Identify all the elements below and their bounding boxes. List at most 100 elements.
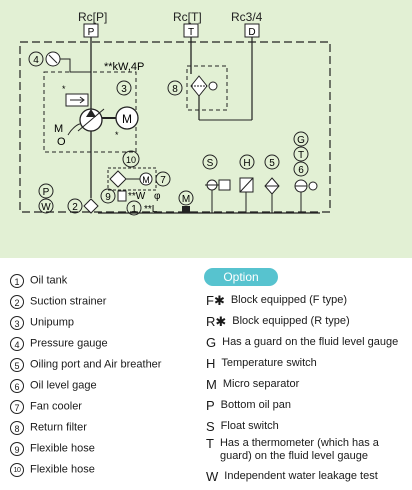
option-desc: Temperature switch (221, 357, 317, 369)
option-code: S (206, 419, 215, 434)
legend-label: Suction strainer (30, 295, 107, 308)
legend-label: Oiling port and Air breather (30, 358, 162, 371)
legend-label: Oil level gage (30, 379, 97, 392)
option-p-circle (38, 183, 54, 199)
option-desc: Has a guard on the fluid level gauge (222, 336, 399, 348)
relief-star: * (62, 84, 66, 94)
legend-number: 7 (10, 400, 24, 414)
tank-outline (19, 41, 331, 213)
pump-o-label: O (57, 136, 66, 148)
motor-circle (115, 106, 139, 130)
legend-number: 4 (10, 337, 24, 351)
callout-10-circle (122, 150, 140, 168)
callout-4: 4 (33, 55, 39, 66)
option-code: T (206, 436, 214, 451)
callout-2-circle (67, 198, 83, 214)
option-desc: Micro separator (222, 378, 300, 390)
legend-item: 8 Return filter (10, 421, 87, 435)
callout-6: 6 (298, 165, 304, 176)
pump-m-label: M (54, 123, 63, 135)
callout-7-circle (155, 171, 171, 187)
option-m-letter: M (182, 194, 190, 205)
legend-item: 6 Oil level gage (10, 379, 97, 393)
legend-number: 10 (10, 463, 24, 477)
suction-strainer (83, 198, 99, 214)
unipump-enclosure (43, 71, 137, 153)
callout-3: 3 (121, 84, 127, 95)
legend-item: 5 Oiling port and Air breather (10, 358, 161, 372)
phi-sign: φ (154, 191, 161, 202)
legend-number: 2 (10, 295, 24, 309)
legend-number: 6 (10, 379, 24, 393)
option-desc: Bottom oil pan (220, 399, 291, 411)
option-t-letter: T (298, 150, 304, 161)
callout-5: 5 (269, 158, 275, 169)
legend-item: 3 Unipump (10, 316, 74, 330)
diagram-panel (0, 0, 412, 258)
option-w-letter: W (41, 202, 51, 213)
motor-label: M (122, 112, 132, 126)
option-desc: Has a thermometer (which has a guard) on… (219, 437, 379, 462)
callout-10: 10 (126, 155, 136, 165)
port-p-label: Rc[P] (78, 10, 107, 24)
option-desc: Float switch (220, 420, 279, 432)
callout-8: 8 (172, 84, 178, 95)
relief-valve-arrow (70, 96, 85, 104)
option-w-circle (38, 198, 54, 214)
fan-motor-label: M (142, 175, 150, 185)
hydraulic-circuit-diagram: Rc[P] P Rc[T] T Rc3/4 D 4 **kW,4P 3 * * … (0, 0, 412, 258)
option-item: H Temperature switch (206, 357, 317, 372)
l-volume-label: **L (144, 204, 158, 215)
legend-label: Return filter (30, 421, 87, 434)
port-d-label: Rc3/4 (231, 10, 263, 24)
legend-number: 3 (10, 316, 24, 330)
legend-number: 9 (10, 442, 24, 456)
filter-bypass (208, 81, 218, 91)
option-p-letter: P (43, 187, 50, 198)
option-code: P (206, 398, 215, 413)
port-t-label: Rc[T] (173, 10, 202, 24)
option-item: G Has a guard on the fluid level gauge (206, 336, 398, 351)
pump-triangle (86, 109, 96, 117)
option-g-letter: G (297, 135, 305, 146)
fan-cooler-symbol (109, 170, 127, 188)
port-d-box-text: D (248, 27, 255, 38)
port-p-box-text: P (88, 27, 95, 38)
option-g-circle (293, 131, 309, 147)
option-h-circle (239, 154, 255, 170)
callout-9: 9 (105, 192, 111, 203)
option-m-circle (178, 190, 194, 206)
option-item: T Has a thermometer (which has a guard) o… (206, 437, 396, 463)
callout-3-circle (116, 80, 132, 96)
legend-number: 5 (10, 358, 24, 372)
w-flow-label: **W (128, 191, 146, 202)
callout-9-circle (100, 188, 116, 204)
legend-label: Oil tank (30, 274, 68, 287)
option-code: G (206, 335, 217, 350)
callout-4-circle (28, 51, 44, 67)
micro-separator (182, 206, 190, 213)
pump-drain-curve (67, 123, 81, 136)
callout-5-circle (264, 154, 280, 170)
option-item: P Bottom oil pan (206, 399, 291, 414)
legend-number: 8 (10, 421, 24, 435)
option-s-letter: S (207, 158, 214, 169)
legend-item: 2 Suction strainer (10, 295, 106, 309)
callout-7: 7 (160, 175, 166, 186)
callout-8-circle (167, 80, 183, 96)
option-code: H (206, 356, 216, 371)
callout-1-circle (126, 200, 142, 216)
option-code: M (206, 377, 217, 392)
option-h-letter: H (243, 158, 250, 169)
option-code: R✱ (206, 314, 227, 329)
legend-label: Unipump (30, 316, 75, 329)
legend-number: 1 (10, 274, 24, 288)
option-desc: Block equipped (F type) (230, 294, 348, 306)
option-item: M Micro separator (206, 378, 299, 393)
gauge-needle (48, 54, 58, 64)
temp-switch-diag (239, 177, 254, 193)
